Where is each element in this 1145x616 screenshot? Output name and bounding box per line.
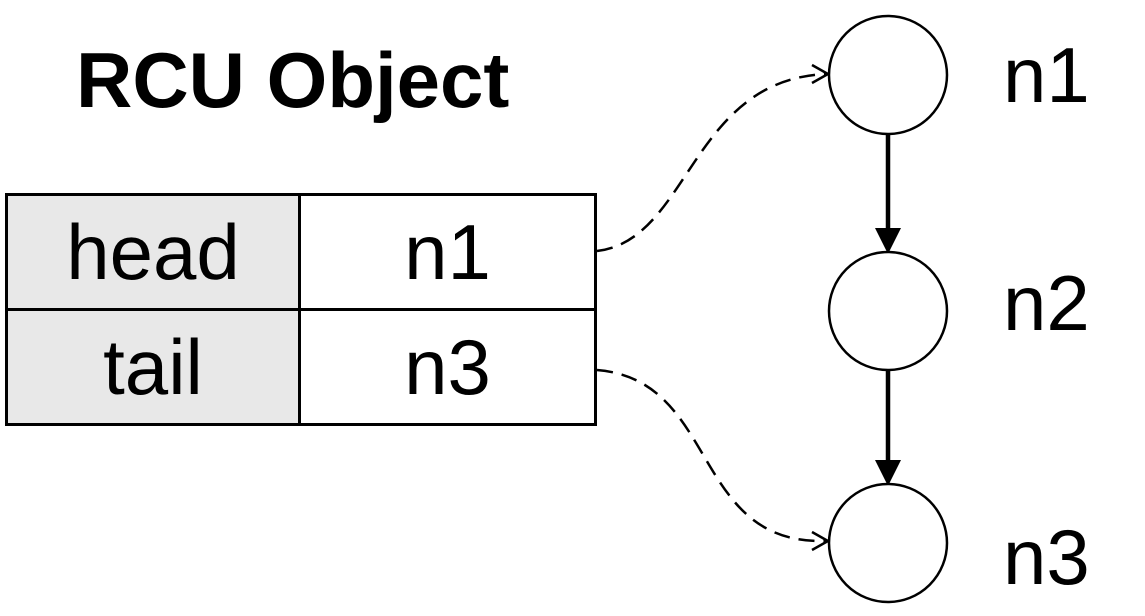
node-n1 [827, 14, 949, 136]
next-link-n1-n2-arrowhead [875, 228, 901, 254]
table-row-head: head n1 [5, 193, 597, 311]
next-link-n2-n3-arrowhead [875, 460, 901, 486]
node-n2 [827, 250, 949, 372]
node-label-n3: n3 [1003, 513, 1090, 601]
tail-pointer-arrow [596, 368, 827, 543]
table-row-tail: tail n3 [5, 308, 597, 426]
field-key-tail: tail [5, 308, 301, 426]
object-title: RCU Object [76, 36, 510, 124]
field-value-head: n1 [298, 193, 597, 311]
field-value-tail: n3 [298, 308, 597, 426]
node-n3 [827, 482, 949, 604]
node-label-n2: n2 [1003, 259, 1090, 347]
head-pointer-arrow [596, 72, 827, 253]
rcu-object-table: head n1 tail n3 [5, 193, 597, 426]
node-label-n1: n1 [1003, 31, 1090, 119]
field-key-head: head [5, 193, 301, 311]
